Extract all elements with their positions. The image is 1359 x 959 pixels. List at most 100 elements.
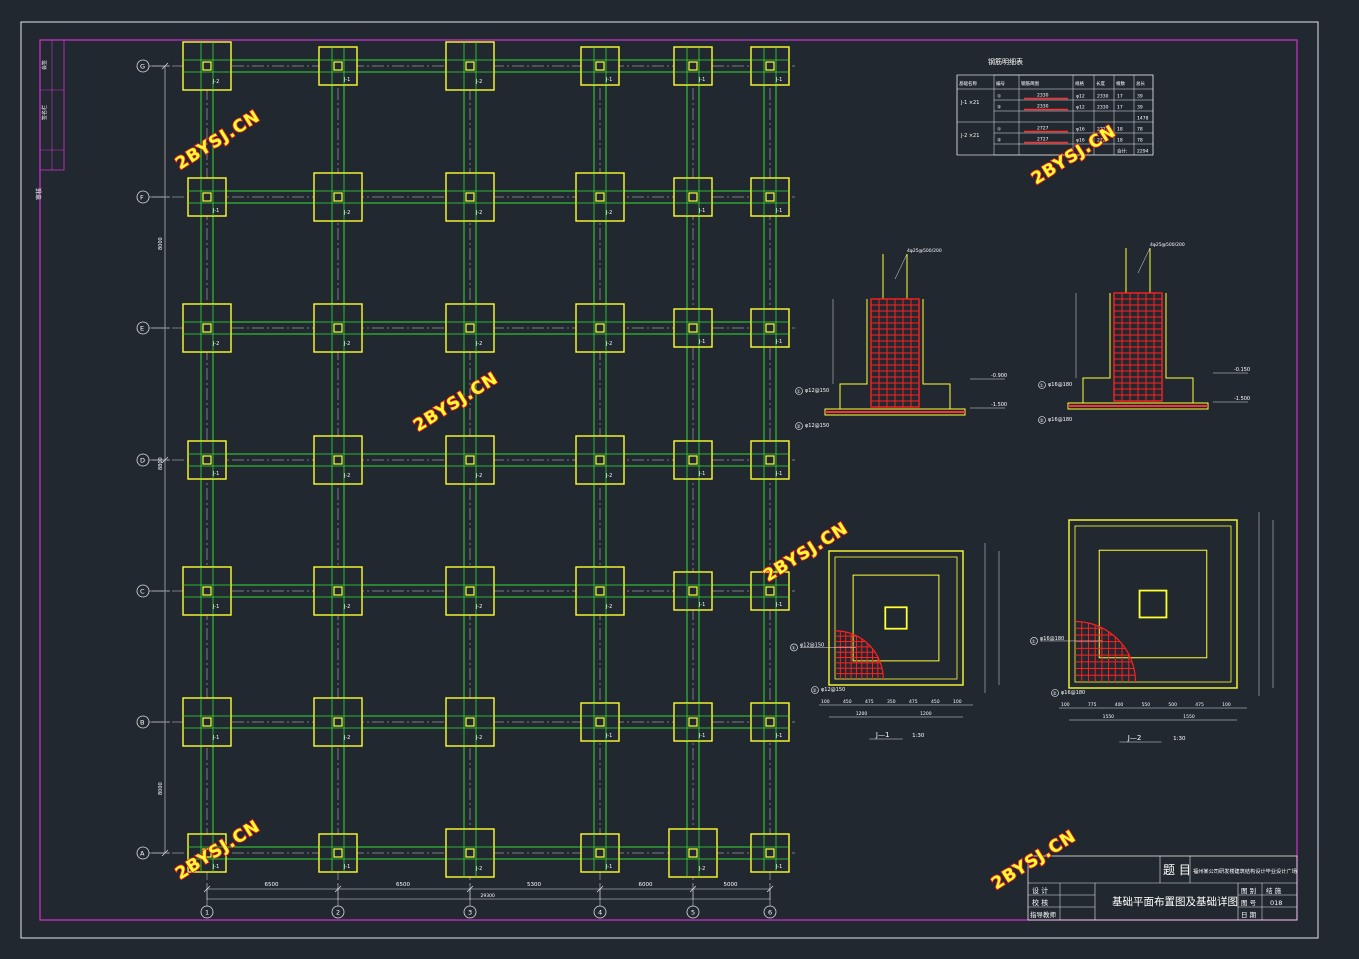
footing-pad — [575, 303, 625, 353]
plan-j1-dim: 475 — [909, 699, 918, 705]
footing-label: J-2 — [212, 341, 219, 347]
plan-j2-callout-1-num: ① — [1032, 639, 1036, 645]
footing-pad — [445, 828, 495, 878]
tb-row-check: 校 核 — [1032, 898, 1048, 907]
footing-label: J-1 — [605, 77, 612, 83]
footing-pad — [750, 571, 790, 611]
plan-j1-dim: 475 — [865, 699, 874, 705]
footing-pad — [187, 177, 227, 217]
rebar-table-cell: 合计: — [1117, 148, 1128, 155]
col-axis-label: 2 — [336, 909, 340, 917]
left-strip-text-3: 审核 — [35, 188, 43, 200]
rebar-table-cell: φ12 — [1076, 94, 1085, 100]
column-stub — [202, 61, 212, 71]
total-width-dim: 29300 — [481, 893, 495, 899]
column-stub — [202, 848, 212, 858]
plan-j1-mesh-arc — [834, 630, 884, 680]
plan-j1-dim: 450 — [843, 699, 852, 705]
plan-j2-rebar-quarter — [1074, 620, 1137, 683]
section-j2-callout-1 — [1038, 381, 1046, 389]
row-axis-label: D — [140, 457, 145, 465]
column-stub — [333, 192, 343, 202]
col-axis-label: 5 — [691, 909, 695, 917]
rebar-table-cell: φ16 — [1076, 127, 1085, 133]
footing-pad — [445, 697, 495, 747]
plan-j1-outline — [828, 550, 964, 686]
dim-tick — [334, 885, 342, 893]
footing-pad — [673, 440, 713, 480]
col-axis-label: 6 — [768, 909, 772, 917]
footing-label: J-2 — [605, 604, 612, 610]
plan-j1-step — [852, 574, 940, 662]
column-stub — [202, 586, 212, 596]
watermark-5: 2BYSJ.CN — [988, 826, 1080, 894]
row-axis-label: A — [140, 850, 145, 858]
section-j2-step-right — [1165, 293, 1194, 403]
plan-j1-inner-outline — [834, 556, 958, 680]
dim-tick — [203, 885, 211, 893]
rebar-table-cell: 17 — [1117, 105, 1123, 111]
footing-label: J-1 — [605, 733, 612, 739]
plan-j1-scale: 1:30 — [912, 733, 925, 739]
plan-j2-callout-2-num: ② — [1053, 691, 1057, 697]
footing-pad — [575, 566, 625, 616]
column-stub — [202, 192, 212, 202]
tb-right-1: 图 别 — [1241, 886, 1256, 895]
plan-j1-dim: 350 — [887, 699, 896, 705]
column-stub — [595, 61, 605, 71]
footing-pad — [318, 46, 358, 86]
section-j2-top-note: 4φ25@500/200 — [1150, 242, 1185, 248]
rebar-shape-length: 2727 — [1037, 137, 1049, 143]
section-j2-step-left — [1082, 293, 1111, 403]
section-j2-callout-2-num: ② — [1040, 418, 1044, 424]
column-stub — [595, 717, 605, 727]
footing-pad — [182, 41, 232, 91]
side-dim-3: 8000 — [158, 782, 164, 795]
footing-pad — [750, 308, 790, 348]
plan-j2-mesh-arc — [1074, 620, 1137, 683]
rebar-table-header: 基础名称 — [959, 80, 977, 87]
plan-j2-inner-outline — [1074, 525, 1232, 683]
footing-pad — [313, 172, 363, 222]
column-stub — [333, 848, 343, 858]
section-j1-top-note: 4φ25@500/200 — [907, 248, 942, 254]
footing-label: J-2 — [605, 473, 612, 479]
footing-pad — [313, 697, 363, 747]
footing-label: J-2 — [698, 866, 705, 872]
plan-j1-bar-2: φ12@150 — [821, 687, 845, 693]
plan-j2-dim: 400 — [1115, 702, 1124, 708]
plan-j2-total-1: 1550 — [1103, 714, 1115, 720]
col-axis-label: 4 — [598, 909, 602, 917]
project-name: 福州某公司研发楼建筑结构设计毕业设计广场 — [1193, 867, 1297, 875]
footing-pad — [673, 177, 713, 217]
rebar-table-cell: 1478 — [1137, 116, 1149, 122]
section-j1-callout-2-num: ② — [797, 424, 801, 430]
watermarks: 2BYSJ.CN 2BYSJ.CN 2BYSJ.CN 2BYSJ.CN 2BYS… — [171, 106, 1121, 895]
footing-pad — [445, 41, 495, 91]
column-stub — [688, 848, 698, 858]
plan-j2-bar-1: φ16@180 — [1040, 636, 1064, 642]
footing-pad — [673, 571, 713, 611]
footing-pad — [673, 308, 713, 348]
column-stub — [202, 455, 212, 465]
footing-pad — [313, 303, 363, 353]
rebar-member-name: J-2 ×21 — [960, 133, 979, 139]
watermark-2: 2BYSJ.CN — [410, 368, 502, 436]
col-span-dim: 5300 — [527, 882, 541, 888]
footing-pad — [575, 172, 625, 222]
rebar-table-cell: 78 — [1137, 138, 1143, 144]
plan-j2-outline — [1068, 519, 1238, 689]
rebar-table-cell: 18 — [1117, 127, 1123, 133]
column-stub — [688, 61, 698, 71]
section-j2-callout-1-num: ① — [1040, 383, 1044, 389]
drawing-title: 基础平面布置图及基础详图 — [1112, 895, 1238, 908]
col-span-dim: 5000 — [724, 882, 738, 888]
footing-pad — [187, 440, 227, 480]
rebar-shape-length: 2330 — [1037, 93, 1049, 99]
section-j2-callout-2 — [1038, 416, 1046, 424]
footing-label: J-1 — [212, 604, 219, 610]
plan-j2-total-2: 1550 — [1183, 714, 1195, 720]
